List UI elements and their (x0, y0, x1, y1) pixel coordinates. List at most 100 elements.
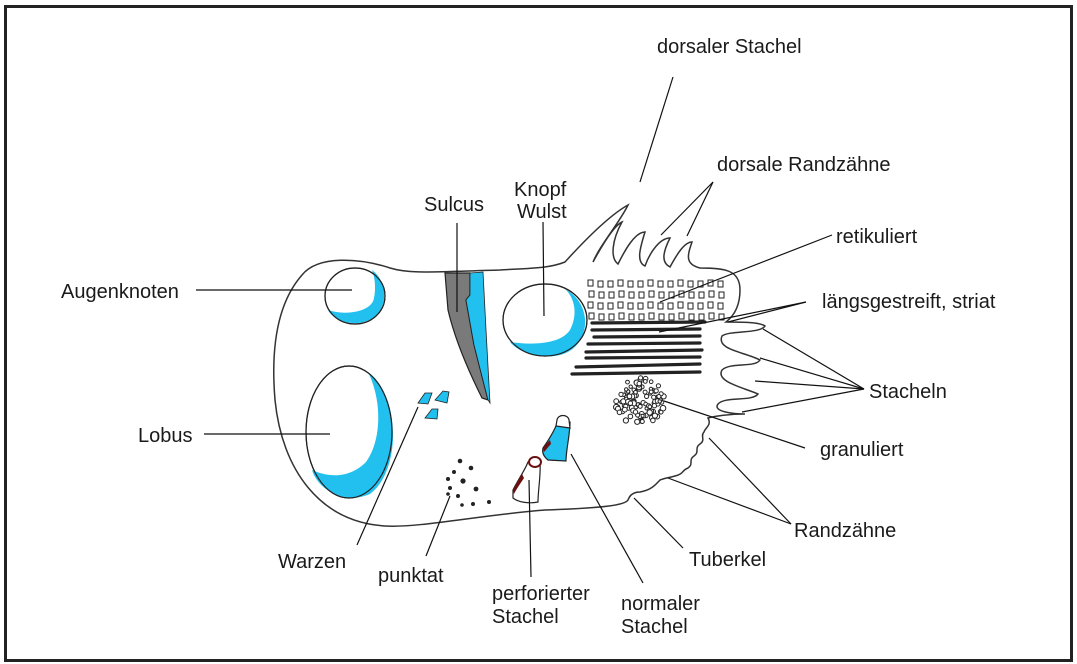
reticulate-cell (617, 279, 624, 287)
reticulate-cell (638, 313, 645, 321)
striate-pattern (570, 320, 707, 376)
granule (651, 394, 657, 400)
reticulate-cell (667, 302, 674, 310)
granule (642, 389, 648, 395)
reticulate-cell (697, 302, 704, 310)
reticulate-cell (648, 290, 655, 298)
reticulate-cell (657, 280, 664, 288)
reticulate-cell (648, 312, 655, 320)
label-punktat: punktat (378, 565, 444, 587)
reticulate-cell (637, 302, 644, 310)
perforated-spine-shape (512, 456, 542, 504)
granule (646, 409, 653, 416)
label-randzaehne: Randzähne (794, 520, 896, 542)
reticulate-cell (597, 302, 604, 310)
reticulate-cell (698, 313, 705, 321)
sulcus-shape (444, 271, 491, 405)
reticulate-cell (718, 291, 725, 299)
granule (618, 391, 624, 397)
label-perforierter: perforierter (492, 583, 590, 605)
reticulate-cell (638, 291, 645, 299)
leader-lines (196, 76, 865, 584)
reticulate-cell (608, 313, 615, 321)
granule (627, 400, 634, 406)
reticulate-cell (628, 313, 635, 321)
label-granuliert: granuliert (820, 439, 904, 461)
label-tuberkel: Tuberkel (689, 549, 766, 571)
granule (633, 389, 638, 395)
reticulate-cell (647, 279, 654, 287)
label-sulcus: Sulcus (424, 194, 484, 216)
granule (634, 418, 641, 425)
knopf-wulst-shape (502, 283, 588, 357)
reticulate-cell (677, 279, 684, 287)
label-retikuliert: retikuliert (836, 226, 918, 248)
label-wulst: Wulst (517, 201, 567, 223)
reticulate-cell (628, 291, 635, 299)
carapace-outline (272, 203, 766, 527)
granule (637, 403, 643, 409)
reticulate-cell (618, 312, 625, 320)
warzen-shape (417, 390, 450, 420)
reticulate-cell (658, 313, 665, 321)
reticulate-cell (668, 313, 675, 321)
granule (644, 393, 650, 399)
reticulate-cell (607, 280, 614, 288)
reticulate-cell (667, 280, 674, 288)
granule (647, 404, 653, 410)
label-warzen: Warzen (278, 551, 346, 573)
granule (648, 379, 654, 385)
granule (656, 394, 662, 399)
label-dorsaler-stachel: dorsaler Stachel (657, 36, 802, 58)
reticulate-cell (618, 290, 625, 298)
granule (627, 413, 634, 420)
reticulate-cell (688, 291, 695, 299)
granule (648, 389, 654, 395)
reticulate-cell (627, 302, 634, 310)
granule (616, 409, 623, 416)
reticulate-cell (708, 290, 715, 298)
granule (613, 398, 620, 405)
reticulate-cell (598, 313, 605, 321)
label-stacheln: Stacheln (869, 381, 947, 403)
lobus-shape (305, 365, 394, 499)
granule (655, 383, 662, 389)
reticulate-cell (657, 302, 664, 310)
reticulate-cell (698, 291, 705, 299)
reticulate-cell (617, 301, 624, 309)
reticulate-cell (718, 313, 725, 321)
granule (657, 399, 662, 404)
granule (653, 388, 659, 394)
granule (628, 384, 633, 389)
reticulate-cell (658, 291, 665, 299)
reticulate-cell (717, 302, 724, 310)
granule (636, 380, 642, 387)
granule (638, 375, 644, 381)
reticulate-cell (647, 301, 654, 309)
label-normaler-stachel: Stachel (621, 616, 688, 638)
reticulate-cell (717, 280, 724, 288)
reticulate-cell (697, 280, 704, 288)
reticulate-cell (688, 313, 695, 321)
reticulate-cell (597, 280, 604, 288)
granule (624, 387, 629, 392)
label-normaler: normaler (621, 593, 700, 615)
punctate-pattern (446, 458, 491, 507)
label-perforierter-stachel: Stachel (492, 606, 559, 628)
reticulate-pattern (587, 279, 725, 321)
reticulate-cell (637, 280, 644, 288)
granule (651, 412, 659, 419)
reticulate-cell (608, 291, 615, 299)
augenknoten-shape (324, 267, 386, 325)
normal-spine-shape (542, 414, 571, 462)
granule (626, 393, 633, 400)
label-lobus: Lobus (138, 425, 193, 447)
granule (621, 406, 628, 413)
reticulate-cell (627, 280, 634, 288)
label-dorsale-randzaehne: dorsale Randzähne (717, 154, 890, 176)
reticulate-cell (587, 279, 594, 287)
reticulate-cell (678, 312, 685, 320)
granule (625, 379, 630, 385)
reticulate-cell (598, 291, 605, 299)
